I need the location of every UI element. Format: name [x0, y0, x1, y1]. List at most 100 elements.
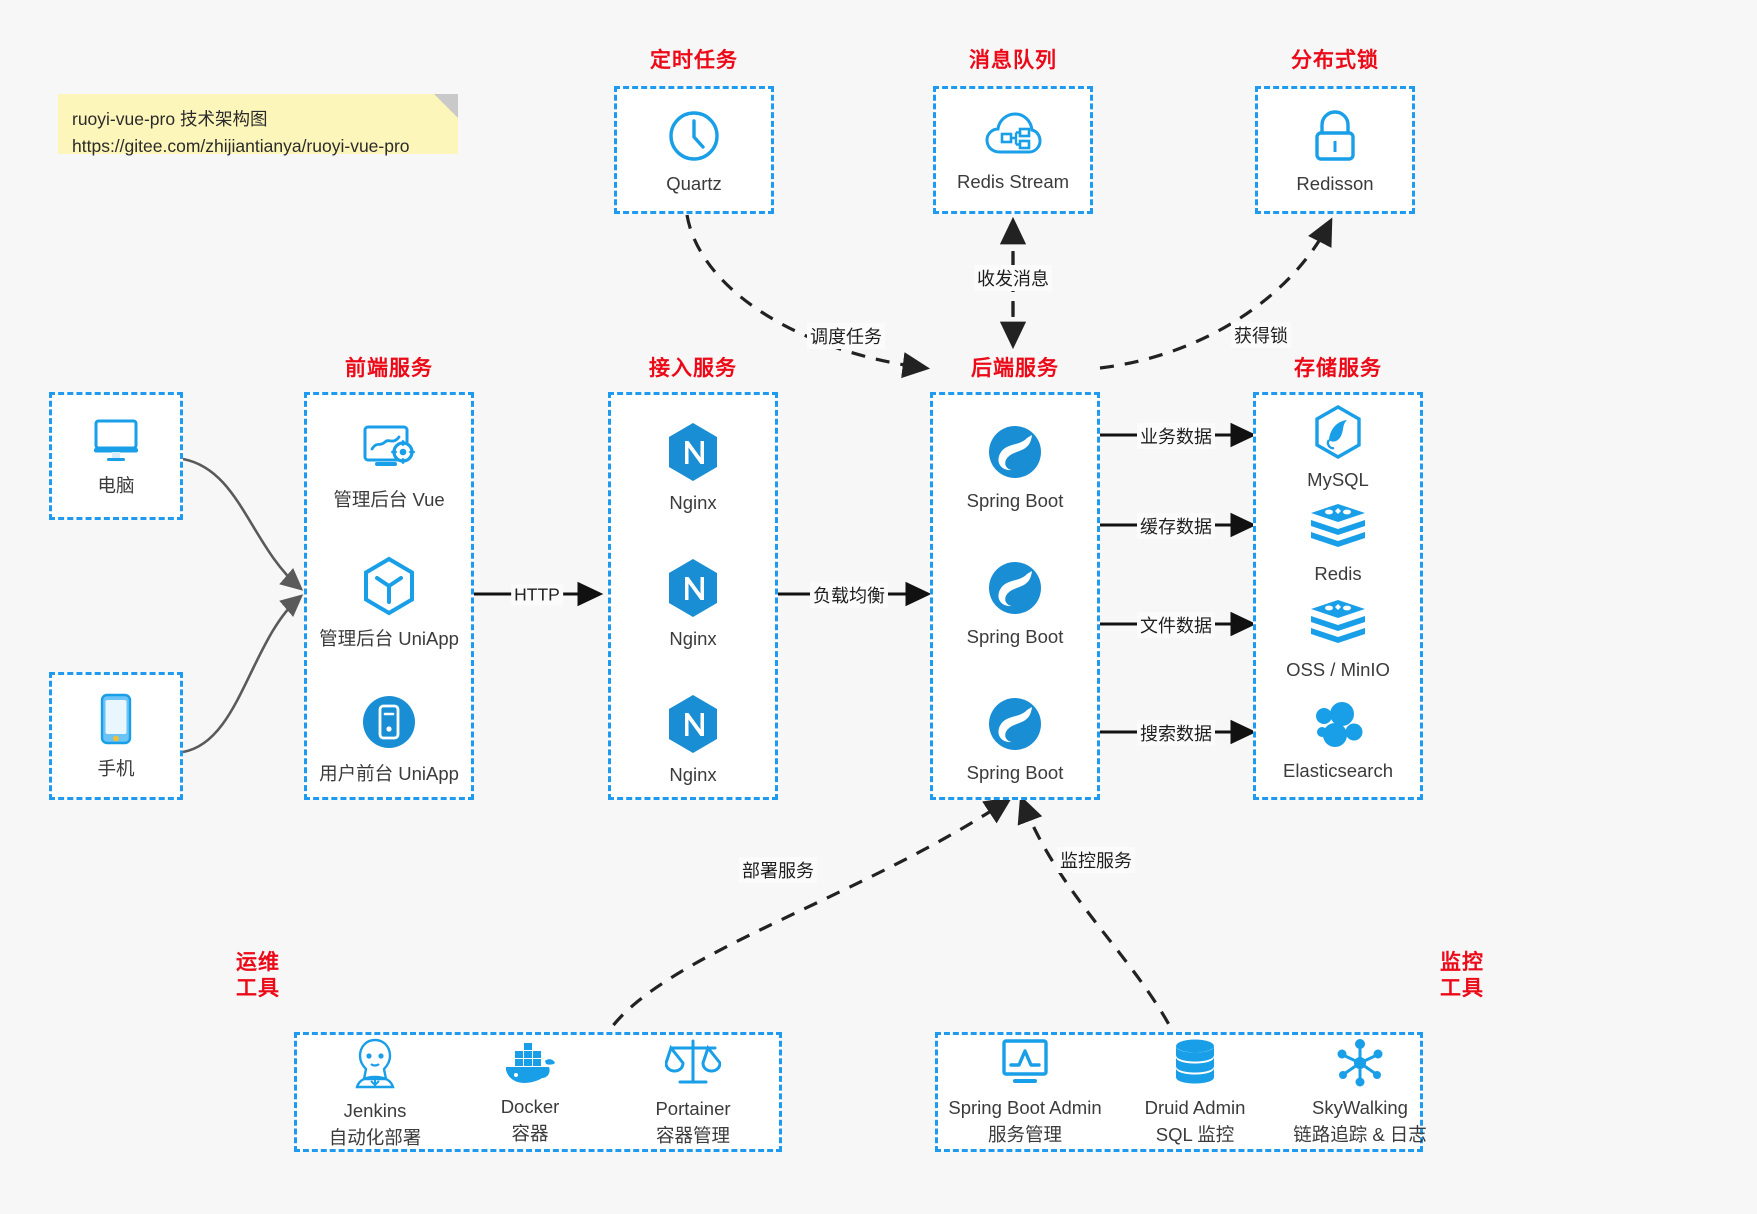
connector-schedule-task: [685, 214, 931, 379]
node-label: Druid Admin: [1144, 1096, 1246, 1118]
docker-icon: [501, 1039, 559, 1087]
group-title-devops-line2: 工具: [236, 977, 280, 1001]
mobile-circle-icon: [360, 693, 418, 751]
node-label: OSS / MinIO: [1286, 658, 1390, 680]
group-title-message-queue: 消息队列: [969, 49, 1057, 72]
node-redis-stream[interactable]: Redis Stream: [933, 96, 1093, 206]
cube-icon: [361, 556, 417, 616]
node-label: Redis: [1314, 562, 1362, 584]
node-sublabel: 链路追踪 & 日志: [1293, 1123, 1427, 1145]
node-label: Elasticsearch: [1282, 759, 1393, 781]
connector-acquire-lock: [1099, 217, 1333, 370]
node-label: Spring Boot: [966, 625, 1064, 647]
node-desktop[interactable]: 电脑: [49, 400, 183, 512]
group-title-distributed-lock: 分布式锁: [1291, 49, 1379, 72]
node-label: Spring Boot Admin: [948, 1096, 1102, 1118]
skywalking-icon: [1334, 1038, 1386, 1088]
database-icon: [1170, 1038, 1220, 1088]
node-nginx-1[interactable]: Nginx: [608, 412, 778, 522]
connector-backend-to-storage: [1100, 422, 1257, 745]
node-skywalking[interactable]: SkyWalking 链路追踪 & 日志: [1275, 1036, 1445, 1148]
node-nginx-2[interactable]: Nginx: [608, 548, 778, 658]
oss-icon: [1309, 598, 1367, 650]
group-title-devops-line1: 运维: [236, 951, 280, 974]
edge-label-search-data: 搜索数据: [1137, 720, 1215, 746]
spring-icon: [986, 695, 1044, 753]
spring-icon: [986, 559, 1044, 617]
node-redis[interactable]: Redis: [1253, 494, 1423, 592]
dashboard-gear-icon: [360, 423, 418, 477]
spring-icon: [986, 423, 1044, 481]
cloud-node-icon: [984, 110, 1042, 162]
node-phone[interactable]: 手机: [49, 680, 183, 792]
node-spring-boot-admin[interactable]: Spring Boot Admin 服务管理: [940, 1036, 1110, 1148]
edge-label-business-data: 业务数据: [1137, 423, 1215, 449]
node-redisson[interactable]: Redisson: [1255, 96, 1415, 206]
node-portainer[interactable]: Portainer 容器管理: [618, 1036, 768, 1148]
nginx-icon: [665, 421, 721, 483]
node-label: 手机: [97, 757, 135, 779]
node-spring-boot-3[interactable]: Spring Boot: [930, 684, 1100, 794]
lock-icon: [1310, 108, 1360, 164]
group-title-storage: 存储服务: [1294, 357, 1382, 380]
note-title: ruoyi-vue-pro 技术架构图: [72, 109, 268, 129]
node-label: Spring Boot: [966, 761, 1064, 783]
group-box-message-queue: [933, 86, 1093, 214]
group-title-monitoring-line2: 工具: [1440, 977, 1484, 1001]
edge-label-file-data: 文件数据: [1137, 612, 1215, 638]
node-label: Docker: [500, 1095, 560, 1117]
redis-icon: [1309, 502, 1367, 554]
node-nginx-3[interactable]: Nginx: [608, 684, 778, 794]
monitor-chart-icon: [998, 1038, 1052, 1088]
node-label: Nginx: [669, 627, 717, 649]
edge-label-monitor-service: 监控服务: [1057, 847, 1135, 873]
group-title-monitoring: 监控 工具: [1432, 950, 1492, 1003]
node-docker[interactable]: Docker 容器: [455, 1036, 605, 1148]
nginx-icon: [665, 557, 721, 619]
node-label: MySQL: [1307, 468, 1369, 490]
node-label: Nginx: [669, 763, 717, 785]
group-title-monitoring-line1: 监控: [1440, 951, 1484, 974]
node-label: Redis Stream: [956, 170, 1070, 192]
desktop-icon: [90, 415, 142, 463]
elasticsearch-icon: [1310, 699, 1366, 751]
group-title-backend: 后端服务: [971, 357, 1059, 380]
node-spring-boot-1[interactable]: Spring Boot: [930, 412, 1100, 522]
group-title-gateway: 接入服务: [649, 357, 737, 380]
group-box-scheduled-task: [614, 86, 774, 214]
node-sublabel: 容器: [511, 1122, 549, 1144]
node-user-uniapp[interactable]: 用户前台 UniApp: [304, 684, 474, 794]
edge-label-deploy-service: 部署服务: [739, 857, 817, 883]
node-sublabel: 服务管理: [987, 1123, 1062, 1145]
node-elasticsearch[interactable]: Elasticsearch: [1253, 690, 1423, 790]
node-label: Redisson: [1296, 172, 1374, 194]
scales-icon: [664, 1037, 722, 1089]
node-label: Nginx: [669, 491, 717, 513]
node-druid-admin[interactable]: Druid Admin SQL 监控: [1120, 1036, 1270, 1148]
node-label: 用户前台 UniApp: [319, 762, 459, 784]
node-label: Spring Boot: [966, 489, 1064, 511]
node-quartz[interactable]: Quartz: [614, 96, 774, 206]
clock-icon: [666, 108, 722, 164]
connector-deploy-service: [598, 797, 1013, 1047]
node-admin-vue[interactable]: 管理后台 Vue: [304, 412, 474, 522]
jenkins-icon: [349, 1035, 401, 1091]
note-url: https://gitee.com/zhijiantianya/ruoyi-vu…: [72, 136, 410, 157]
edge-label-acquire-lock: 获得锁: [1231, 322, 1291, 348]
node-label: 管理后台 Vue: [333, 488, 445, 510]
node-admin-uniapp[interactable]: 管理后台 UniApp: [304, 548, 474, 658]
node-sublabel: 容器管理: [655, 1124, 730, 1146]
node-spring-boot-2[interactable]: Spring Boot: [930, 548, 1100, 658]
node-sublabel: 自动化部署: [328, 1126, 422, 1148]
node-jenkins[interactable]: Jenkins 自动化部署: [300, 1036, 450, 1148]
node-sublabel: SQL 监控: [1155, 1123, 1235, 1145]
node-oss-minio[interactable]: OSS / MinIO: [1253, 590, 1423, 688]
group-title-scheduled-task: 定时任务: [650, 49, 738, 72]
node-mysql[interactable]: MySQL: [1253, 398, 1423, 496]
node-label: Quartz: [666, 172, 722, 194]
connector-monitor-service: [1017, 795, 1182, 1047]
edge-label-cache-data: 缓存数据: [1137, 513, 1215, 539]
nginx-icon: [665, 693, 721, 755]
mysql-icon: [1312, 404, 1364, 460]
node-label: Portainer: [655, 1097, 731, 1119]
